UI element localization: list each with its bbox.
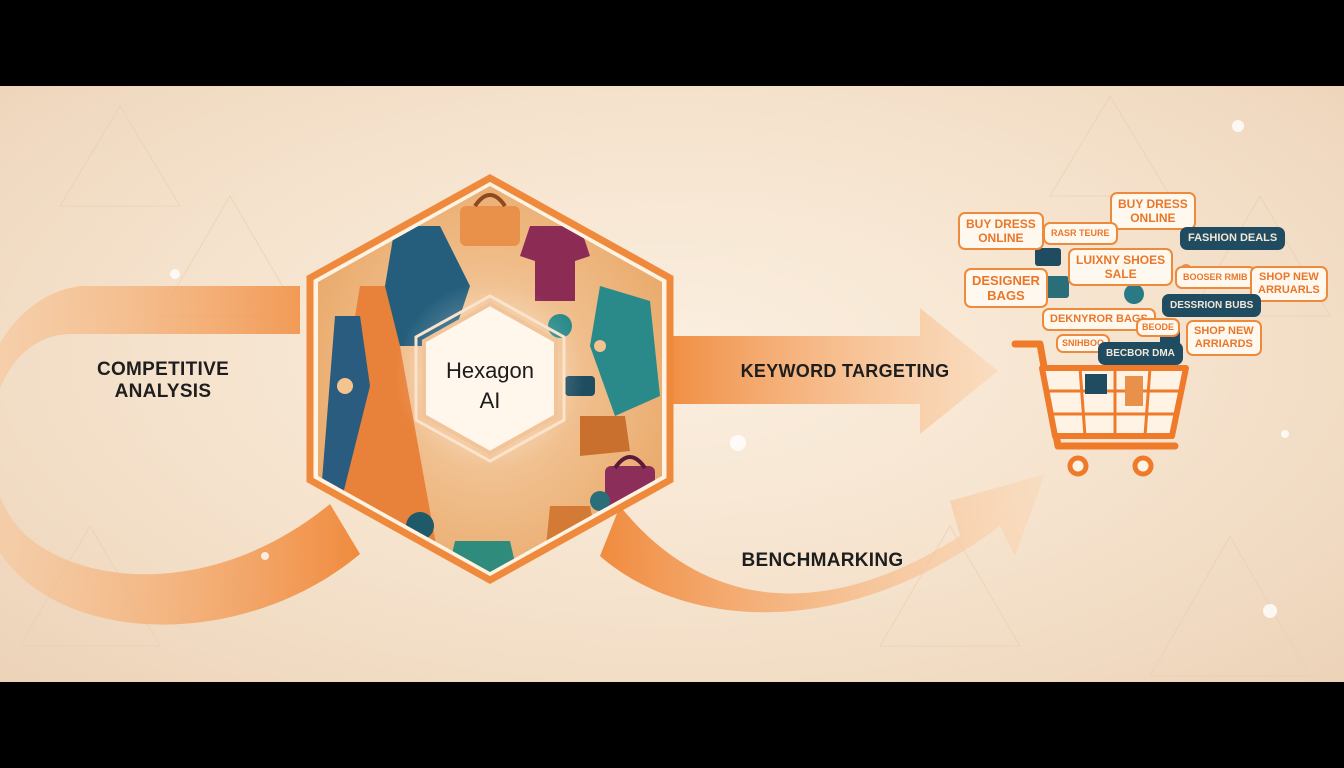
keyword-bubble-luixny-shoes-sale: LUIXNY SHOES SALE bbox=[1068, 248, 1174, 286]
sparkles bbox=[170, 120, 1289, 618]
keyword-bubble-deknyror-bags: DEKNYROR BAGS bbox=[1042, 308, 1156, 331]
keyword-bubble-text: SHOP NEW bbox=[1259, 271, 1319, 283]
keyword-bubble-buy-dress-online-top: BUY DRESS ONLINE bbox=[1110, 192, 1196, 230]
letterbox-top bbox=[0, 0, 1344, 86]
diagram-graphics bbox=[0, 95, 1331, 677]
keyword-bubble-becbor-dma: BECBOR DMA bbox=[1098, 342, 1183, 365]
keyword-bubble-text: SHOP NEW bbox=[1194, 325, 1254, 337]
keyword-bubble-dessrion-bubs: DESSRION BUBS bbox=[1162, 294, 1262, 317]
keyword-bubble-fashion-deals: FASHION DEALS bbox=[1180, 227, 1286, 250]
keyword-bubble-text: ARRIARDS bbox=[1194, 338, 1253, 350]
keyword-bubble-text: DEKNYROR BAGS bbox=[1050, 313, 1148, 325]
hexagon-ai-title-line2: AI bbox=[479, 388, 501, 413]
letterbox-bottom bbox=[0, 682, 1344, 768]
keyword-bubble-text: BOOSER RMIB bbox=[1183, 272, 1248, 282]
keyword-bubble-text: LUIXNY SHOES bbox=[1076, 253, 1166, 267]
keyword-targeting-label: KEYWORD TARGETING bbox=[740, 361, 950, 381]
keyword-bubble-text: RASR TEURE bbox=[1051, 228, 1110, 238]
keyword-bubble-text: ARRUARLS bbox=[1258, 284, 1320, 296]
keyword-bubble-text: ONLINE bbox=[1130, 211, 1176, 225]
keyword-bubble-text: BUY DRESS bbox=[1118, 197, 1188, 211]
competitive-analysis-line2: ANALYSIS bbox=[114, 381, 212, 402]
hexagon-ai-node bbox=[306, 173, 674, 585]
keyword-targeting-arrow bbox=[660, 308, 998, 434]
keyword-bubble-shop-new-arriards: SHOP NEW ARRIARDS bbox=[1186, 320, 1262, 356]
keyword-bubble-text: BAGS bbox=[987, 288, 1025, 303]
competitive-analysis-line1: COMPETITIVE bbox=[96, 359, 230, 380]
keyword-bubble-buy-dress-online: BUY DRESS ONLINE bbox=[958, 212, 1044, 250]
keyword-bubble-text: SNIHBOO bbox=[1062, 338, 1105, 348]
keyword-bubble-text: BUY DRESS bbox=[966, 217, 1036, 231]
benchmarking-label: BENCHMARKING bbox=[741, 550, 904, 571]
hexagon-ai-title: Hexagon AI bbox=[410, 356, 570, 416]
keyword-bubble-text: SALE bbox=[1104, 267, 1137, 281]
keyword-bubble-text: BECBOR DMA bbox=[1106, 348, 1175, 359]
keyword-bubble-beode: BEODE bbox=[1136, 318, 1181, 337]
keyword-bubble-designer-bags: DESIGNER BAGS bbox=[964, 268, 1048, 308]
keyword-bubble-text: BEODE bbox=[1142, 322, 1175, 332]
keyword-bubble-text: FASHION DEALS bbox=[1188, 232, 1278, 244]
competitive-analysis-label: COMPETITIVE ANALYSIS bbox=[88, 359, 238, 403]
keyword-bubble-shop-new-arruarls: SHOP NEW ARRUARLS bbox=[1250, 266, 1328, 302]
keyword-bubble-text: DESSRION BUBS bbox=[1170, 300, 1254, 311]
diagram-canvas: COMPETITIVE ANALYSIS KEYWORD TARGETING B… bbox=[0, 86, 1344, 682]
keyword-bubble-text: ONLINE bbox=[978, 231, 1024, 245]
keyword-bubble-rasr-teure: RASR TEURE bbox=[1043, 222, 1118, 245]
keyword-bubble-text: DESIGNER bbox=[972, 273, 1040, 288]
hexagon-ai-title-line1: Hexagon bbox=[445, 358, 535, 383]
keyword-bubble-booser-rmib: BOOSER RMIB bbox=[1175, 266, 1256, 289]
shopping-cart-icon bbox=[1011, 340, 1189, 477]
competitive-analysis-arrow bbox=[0, 286, 360, 625]
benchmarking-arrow bbox=[600, 474, 1045, 613]
